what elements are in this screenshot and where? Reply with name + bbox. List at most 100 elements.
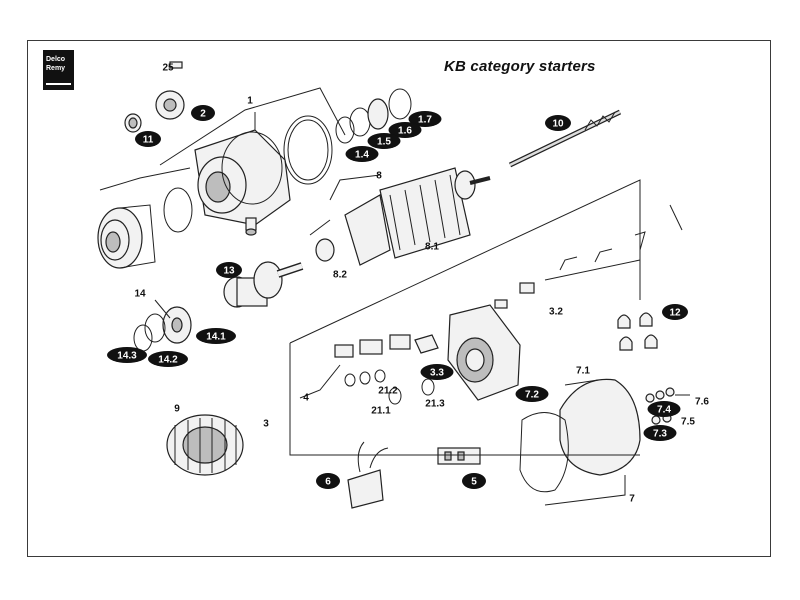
callout-1-6: 1.6 <box>388 122 422 138</box>
callout-text: 1 <box>247 96 253 107</box>
callout-text: 2 <box>200 109 206 120</box>
drive-housing-part <box>194 129 291 226</box>
callout-text: 1.7 <box>418 115 432 126</box>
callout-text: 1.5 <box>377 137 391 148</box>
callout-text: 3.3 <box>430 368 444 379</box>
callout-text: 7.3 <box>653 429 667 440</box>
callout-badge <box>191 105 215 121</box>
callout-badge <box>388 122 422 138</box>
callout-text: 3 <box>263 419 269 430</box>
clip-set-part <box>617 312 658 351</box>
callout-badge <box>662 304 688 320</box>
callout-badge <box>515 386 549 402</box>
callout-badge <box>135 131 161 147</box>
seal-ring-part <box>163 187 193 233</box>
callout-7-2: 7.2 <box>515 386 549 402</box>
callout-text: 9 <box>174 404 180 415</box>
callout-7-5: 7.5 <box>681 417 695 428</box>
plate-set-part <box>133 306 192 352</box>
page-title: KB category starters <box>444 58 596 75</box>
callout-8: 8 <box>376 171 382 182</box>
callout-14: 14 <box>134 289 146 300</box>
logo-line-2: Remy <box>46 65 66 72</box>
pinion-gear-part <box>155 61 185 120</box>
callout-badge <box>462 473 486 489</box>
callout-25: 25 <box>162 63 174 74</box>
callout-6: 6 <box>316 473 340 489</box>
logo-line-1: Delco <box>46 56 66 63</box>
callout-5: 5 <box>462 473 486 489</box>
armature-part <box>315 167 491 266</box>
drive-assembly-part <box>223 261 304 308</box>
bolt-part <box>245 217 257 236</box>
callout-text: 3.2 <box>549 307 563 318</box>
callout-text: 21.1 <box>371 406 391 417</box>
terminal-rail-part <box>494 204 683 309</box>
callout-text: 14.1 <box>206 332 226 343</box>
callout-text: 1.4 <box>355 150 369 161</box>
o-ring-part <box>283 115 333 185</box>
callout-1-5: 1.5 <box>367 133 401 149</box>
callout-badge <box>316 473 340 489</box>
callout-badge <box>420 364 454 380</box>
callout-21-1: 21.1 <box>371 406 391 417</box>
callout-text: 8.1 <box>425 242 439 253</box>
callout-text: 25 <box>162 63 174 74</box>
shaft-part <box>508 109 622 168</box>
callout-badge <box>367 133 401 149</box>
ring-set-part <box>335 88 412 144</box>
callout-text: 14 <box>134 289 146 300</box>
callout-1-7: 1.7 <box>408 111 442 127</box>
switch-part <box>347 441 389 509</box>
callout-text: 5 <box>471 477 477 488</box>
callout-13: 13 <box>216 262 242 278</box>
callout-text: 7.5 <box>681 417 695 428</box>
callout-text: 8.2 <box>333 270 347 281</box>
callout-8-1: 8.1 <box>425 242 439 253</box>
callout-text: 6 <box>325 477 331 488</box>
callout-text: 7.4 <box>657 405 671 416</box>
callout-3-2: 3.2 <box>549 307 563 318</box>
callout-badge <box>216 262 242 278</box>
callout-text: 21.3 <box>425 399 445 410</box>
callout-text: 10 <box>552 119 564 130</box>
callout-10: 10 <box>545 115 571 131</box>
callout-12: 12 <box>662 304 688 320</box>
delco-remy-logo: Delco Remy <box>43 50 74 90</box>
callout-7: 7 <box>629 494 635 505</box>
callout-7-1: 7.1 <box>576 366 590 377</box>
callout-badge <box>408 111 442 127</box>
parts-drawing <box>97 61 683 509</box>
callout-badge <box>643 425 677 441</box>
callout-14-3: 14.3 <box>107 347 147 363</box>
callout-text: 21.2 <box>378 386 398 397</box>
callout-1: 1 <box>247 96 253 107</box>
callout-text: 11 <box>143 135 154 146</box>
callout-text: 1.6 <box>398 126 412 137</box>
brush-holder-part <box>334 334 439 405</box>
callout-text: 7.6 <box>695 397 709 408</box>
callout-text: 13 <box>223 266 235 277</box>
callout-2: 2 <box>191 105 215 121</box>
callout-text: 7 <box>629 494 635 505</box>
callout-21-3: 21.3 <box>425 399 445 410</box>
callout-7-3: 7.3 <box>643 425 677 441</box>
callout-badge <box>345 146 379 162</box>
callout-text: 14.2 <box>158 355 178 366</box>
bearing-part <box>124 113 142 133</box>
callout-text: 12 <box>669 308 681 319</box>
callout-1-4: 1.4 <box>345 146 379 162</box>
callout-14-1: 14.1 <box>196 328 236 344</box>
callout-11: 11 <box>135 131 161 147</box>
callout-7-4: 7.4 <box>647 401 681 417</box>
callout-21-2: 21.2 <box>378 386 398 397</box>
field-coil-part <box>166 414 244 476</box>
callout-8-2: 8.2 <box>333 270 347 281</box>
callout-text: 7.2 <box>525 390 539 401</box>
callout-badge <box>107 347 147 363</box>
callout-badge <box>148 351 188 367</box>
callout-4: 4 <box>303 393 309 404</box>
callout-text: 4 <box>303 393 309 404</box>
